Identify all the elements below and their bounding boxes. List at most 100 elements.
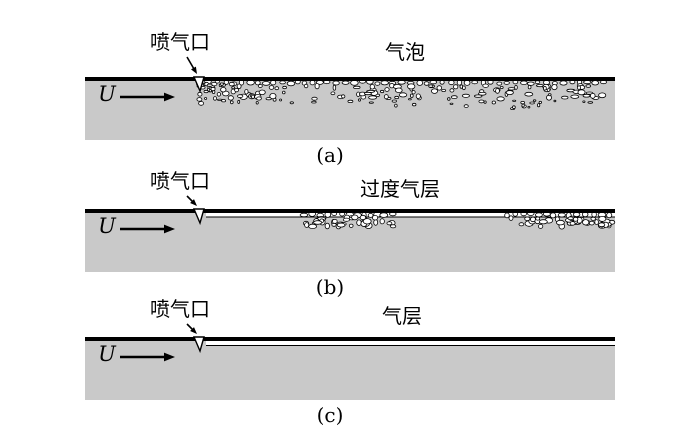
bubble	[299, 212, 309, 218]
bubble	[228, 81, 235, 87]
bubble	[409, 93, 414, 98]
bubble	[590, 216, 596, 221]
bubble	[479, 89, 485, 93]
bubble	[251, 94, 255, 99]
bubble	[394, 103, 398, 108]
bubble	[311, 96, 318, 101]
bubble	[212, 96, 217, 101]
injector-label-b: 喷气口	[150, 169, 210, 193]
bubble	[353, 85, 361, 90]
bubble	[428, 84, 434, 88]
bubble	[585, 84, 592, 88]
bubble	[383, 94, 389, 100]
bubble	[279, 80, 286, 85]
bubble	[478, 99, 485, 104]
bubble	[350, 79, 359, 86]
bubble	[227, 95, 234, 101]
bubble	[332, 84, 337, 91]
bubble	[379, 89, 385, 94]
bubble	[255, 101, 259, 105]
injector-pointer-arrow-b	[186, 195, 197, 206]
bubble	[394, 95, 400, 100]
injector-notch-a	[192, 76, 205, 94]
bubble	[324, 222, 330, 230]
bubble	[459, 84, 463, 89]
bubble	[598, 92, 607, 99]
bubble	[507, 87, 516, 91]
bubble	[591, 80, 599, 86]
bubble	[606, 212, 613, 219]
bubble	[206, 83, 213, 87]
bubble	[538, 100, 542, 104]
bubble	[208, 88, 212, 93]
bubble	[237, 99, 241, 104]
bubble	[373, 219, 379, 226]
bubble	[219, 82, 224, 86]
bubble	[499, 86, 504, 90]
bubble	[398, 92, 408, 98]
bubble	[230, 100, 234, 105]
bubble	[495, 88, 500, 94]
bubble	[483, 100, 487, 104]
bubble	[588, 220, 595, 226]
injector-label-a: 喷气口	[150, 30, 210, 54]
bubble	[551, 84, 558, 91]
bubble	[374, 81, 381, 86]
bubble	[407, 83, 416, 90]
bubble	[561, 95, 569, 100]
water-body-a	[85, 78, 615, 140]
bubble	[330, 91, 336, 96]
bubble	[582, 100, 586, 103]
bubble	[304, 222, 310, 228]
bubble	[582, 93, 591, 98]
bubble	[348, 223, 354, 228]
air-layer-c	[206, 340, 615, 345]
bubble	[537, 223, 544, 229]
bubble	[204, 97, 208, 100]
bubble	[308, 223, 318, 229]
bubble	[527, 84, 532, 90]
bubble	[503, 81, 510, 85]
bubble	[257, 84, 263, 88]
injector-label-c: 喷气口	[150, 297, 210, 321]
bubble	[196, 97, 203, 102]
bubble	[286, 80, 296, 87]
bubble	[449, 88, 455, 93]
bubble	[234, 88, 240, 93]
bubble	[331, 222, 337, 227]
bubble	[379, 212, 389, 218]
region-label-b: 过度气层	[360, 177, 440, 201]
bubble	[572, 216, 579, 222]
bubble	[220, 86, 227, 93]
panel-a-graphics	[85, 56, 615, 140]
bubble	[347, 99, 354, 104]
bubble	[258, 89, 266, 95]
bubble	[512, 99, 517, 102]
bubble	[313, 220, 323, 225]
bubble	[538, 219, 548, 225]
bubble	[594, 219, 599, 226]
bubble	[391, 99, 397, 103]
bubble	[549, 212, 557, 219]
bubble	[569, 221, 576, 226]
bubble	[289, 101, 294, 105]
bubble	[368, 95, 378, 100]
bubble	[236, 83, 242, 89]
bubble	[447, 97, 451, 101]
bubble-cluster-b2	[504, 210, 616, 230]
bubble	[411, 90, 416, 95]
bubble-cluster-b1	[299, 210, 397, 230]
bubble	[449, 102, 454, 105]
injector-pointer-arrow-c	[186, 323, 197, 334]
flow-label-b: U	[98, 214, 116, 238]
bubble	[521, 103, 525, 108]
bubble	[389, 224, 397, 229]
bubble	[221, 99, 227, 103]
bubble	[535, 216, 541, 221]
bubble	[441, 89, 447, 93]
bubble	[520, 80, 528, 85]
bubble	[369, 84, 375, 90]
bubble	[386, 221, 393, 226]
bubble	[474, 94, 483, 98]
